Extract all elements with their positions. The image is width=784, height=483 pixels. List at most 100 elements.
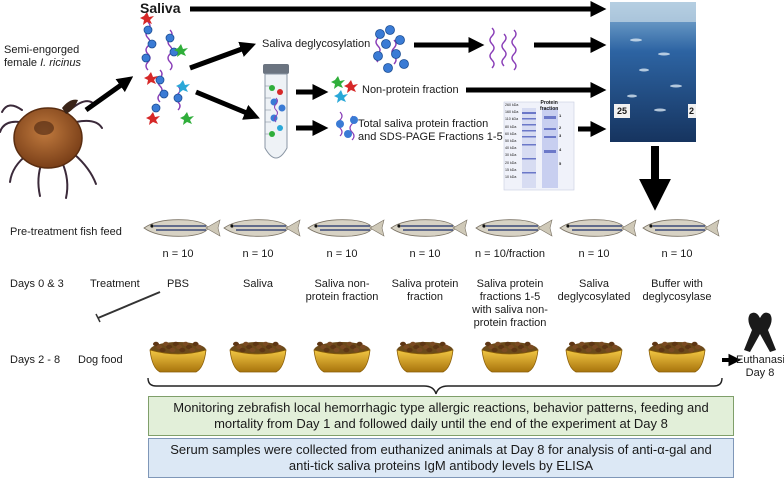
gel-ladder-label: 30 kDa: [505, 153, 517, 158]
group-treatment-label: Saliva non-protein fraction: [297, 278, 387, 304]
gel-ladder-label: 40 kDa: [505, 146, 517, 151]
gel-ladder-label: 160 kDa: [505, 110, 519, 115]
gel-ladder-label: 80 kDa: [505, 124, 517, 129]
tick-species: I. ricinus: [40, 57, 82, 69]
sds-page-gel: [503, 101, 575, 191]
zebrafish-tank-photo: [610, 2, 696, 142]
zebrafish-icon: [307, 219, 385, 237]
monitoring-line2: mortality from Day 1 and followed daily …: [214, 416, 668, 431]
deglycosylated-molecules-icon: [489, 27, 517, 71]
group-treatment-line: Buffer with: [651, 278, 703, 290]
gel-ladder-labels: 260 kDa 160 kDa 110 kDa 80 kDa 60 kDa 50 kDa 4…: [505, 103, 523, 183]
group-treatment-line: Saliva protein: [391, 278, 459, 290]
serum-line2: anti-tick saliva proteins IgM antibody l…: [288, 458, 594, 473]
branch-deglycosylation-label: Saliva deglycosylation: [262, 38, 371, 50]
zebrafish-icon: [390, 219, 468, 237]
syringe-icon: [95, 291, 161, 323]
gel-ladder-label: 110 kDa: [505, 117, 519, 122]
dog-food-bowl-icon: [481, 341, 539, 373]
group-treatment-label: Saliva: [213, 278, 303, 291]
monitoring-box: Monitoring zebrafish local hemorrhagic t…: [148, 396, 734, 436]
tick-label: Semi-engorged female I. ricinus: [4, 44, 81, 70]
group-treatment-line: fractions 1-5: [479, 291, 541, 303]
zebrafish-icon: [642, 219, 720, 237]
arrow-tick-to-saliva: [84, 76, 134, 113]
group-size-label: n = 10: [578, 248, 610, 260]
row-label-days-2-8: Days 2 - 8: [10, 354, 61, 366]
zebrafish-icon: [223, 219, 301, 237]
branch-nonprotein-label: Non-protein fraction: [362, 84, 459, 96]
gel-fraction-label: 3: [559, 133, 562, 138]
group-treatment-label: PBS: [133, 278, 223, 291]
centrifuge-tube-icon: [263, 64, 289, 159]
group-treatment-line: protein fraction: [305, 291, 379, 303]
gel-fraction-labels: 1 2 3 4 5: [559, 112, 567, 166]
dog-food-bowl-icon: [648, 341, 706, 373]
zebrafish-icon: [143, 219, 221, 237]
gel-ladder-label: 50 kDa: [505, 139, 517, 143]
arrow-to-fractionation-tube: [195, 89, 260, 120]
gel-ladder-label: 15 kDa: [505, 167, 517, 172]
zebrafish-row: [143, 219, 720, 237]
gel-fraction-label: 2: [559, 125, 562, 130]
group-treatment-line: Saliva non-: [314, 278, 370, 290]
group-size-label: n = 10: [162, 248, 194, 260]
saliva-title: Saliva: [140, 0, 181, 16]
row-label-pretreatment: Pre-treatment fish feed: [10, 226, 122, 238]
group-treatment-line: Saliva: [579, 278, 609, 290]
row-label-dog-food: Dog food: [78, 354, 123, 366]
dog-food-bowl-icon: [396, 341, 454, 373]
monitoring-line1: Monitoring zebrafish local hemorrhagic t…: [173, 400, 709, 415]
saliva-molecules-icon: [140, 12, 194, 125]
gel-fraction-label: 4: [559, 147, 562, 152]
group-size-label: n = 10: [661, 248, 693, 260]
group-size-label: n = 10/fraction: [474, 248, 546, 260]
dog-food-bowl-icon: [565, 341, 623, 373]
group-treatment-line: deglycosylase: [642, 291, 712, 303]
group-treatment-line: PBS: [166, 278, 189, 290]
gel-ladder-label: 10 kDa: [505, 175, 517, 179]
dog-food-bowl-icon: [149, 341, 207, 373]
tick-label-line2: female I. ricinus: [4, 57, 82, 69]
tank-label-2: 2: [689, 106, 695, 116]
tick-illustration: [0, 99, 103, 199]
group-size-label: n = 10: [409, 248, 441, 260]
group-treatment-line: Saliva protein: [476, 278, 544, 290]
serum-box: Serum samples were collected from euthan…: [148, 438, 734, 478]
euthanasia-label: Euthanasia Day 8: [736, 354, 784, 379]
group-size-label: n = 10: [242, 248, 274, 260]
group-treatment-line: fraction: [406, 291, 444, 303]
serum-line1: Serum samples were collected from euthan…: [170, 442, 712, 457]
gel-header: Protein fraction: [540, 100, 559, 112]
gel-ladder-label: 260 kDa: [505, 103, 519, 107]
gel-ladder-label: 20 kDa: [505, 160, 517, 165]
nonprotein-fraction-icon: [331, 76, 358, 103]
tank-label-1: 25: [617, 106, 628, 116]
mourning-ribbon-icon: [744, 312, 776, 352]
branch-protein-label: Total saliva protein fraction and SDS-PA…: [358, 118, 503, 143]
glycosylated-molecules-icon: [373, 25, 409, 73]
dog-food-bowl-icon: [313, 341, 371, 373]
tick-label-line1: Semi-engorged: [4, 44, 80, 56]
dog-food-bowl-icon: [229, 341, 287, 373]
group-treatment-line: with saliva non-: [472, 304, 548, 316]
gel-fraction-label: 1: [559, 113, 562, 118]
protein-fraction-icon: [336, 111, 358, 141]
group-bracket: [147, 377, 723, 395]
dog-food-bowl-row: [149, 341, 706, 373]
group-treatment-line: Saliva: [243, 278, 273, 290]
gel-ladder-label: 60 kDa: [505, 131, 517, 136]
group-size-label: n = 10: [326, 248, 358, 260]
zebrafish-icon: [475, 219, 553, 237]
gel-fraction-label: 5: [559, 161, 562, 166]
arrow-to-deglycosylation: [189, 41, 257, 71]
row-label-treatment: Treatment: [90, 278, 140, 290]
zebrafish-icon: [559, 219, 637, 237]
row-label-days-0-3: Days 0 & 3: [10, 278, 64, 290]
group-treatment-line: protein fraction: [473, 317, 547, 329]
